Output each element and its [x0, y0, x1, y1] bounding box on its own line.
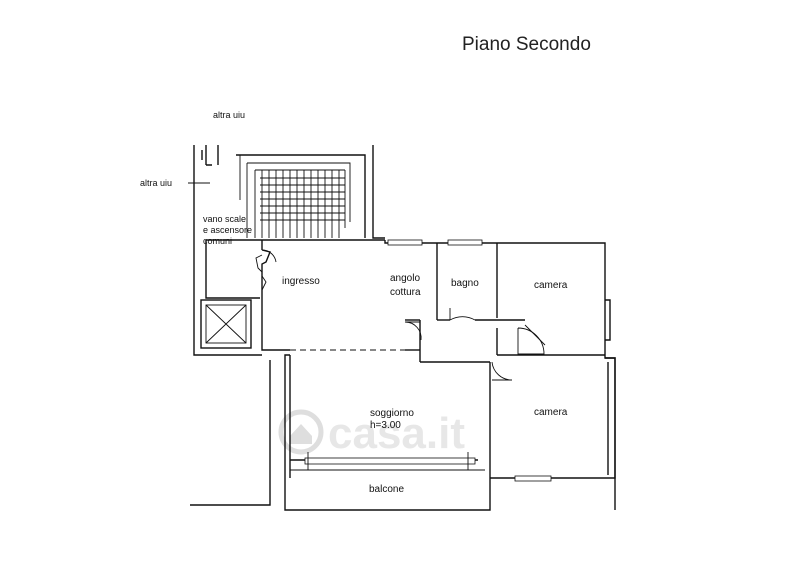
window-angolo — [387, 239, 423, 246]
apartment-walls — [190, 239, 616, 511]
label-angolo: angolo — [390, 273, 420, 284]
watermark-text: casa.it — [328, 409, 465, 458]
label-vano-scale-line3: comuni — [203, 236, 232, 246]
watermark: casa.it — [278, 409, 465, 458]
doors — [261, 249, 546, 381]
label-soggiorno-height: h=3.00 — [370, 420, 401, 431]
label-vano-scale-line2: e ascensore — [203, 225, 252, 235]
stair-core — [188, 145, 385, 356]
window-bagno — [447, 239, 483, 246]
stair-treads — [246, 162, 351, 238]
label-vano-scale-line1: vano scale — [203, 214, 246, 224]
window-camera-bottom — [514, 475, 552, 482]
label-cottura: cottura — [390, 287, 421, 298]
label-ingresso: ingresso — [282, 276, 320, 287]
label-altra-uiu-left: altra uiu — [140, 178, 172, 188]
plan-title: Piano Secondo — [462, 34, 591, 55]
label-balcone: balcone — [369, 484, 404, 495]
label-soggiorno: soggiorno — [370, 408, 414, 419]
room-labels: altra uiu altra uiu vano scale e ascenso… — [140, 110, 568, 495]
label-camera-bottom: camera — [534, 407, 568, 418]
label-camera-top: camera — [534, 280, 568, 291]
label-altra-uiu-top: altra uiu — [213, 110, 245, 120]
label-bagno: bagno — [451, 278, 479, 289]
elevator-shaft — [200, 299, 252, 349]
window-soggiorno — [304, 457, 476, 465]
